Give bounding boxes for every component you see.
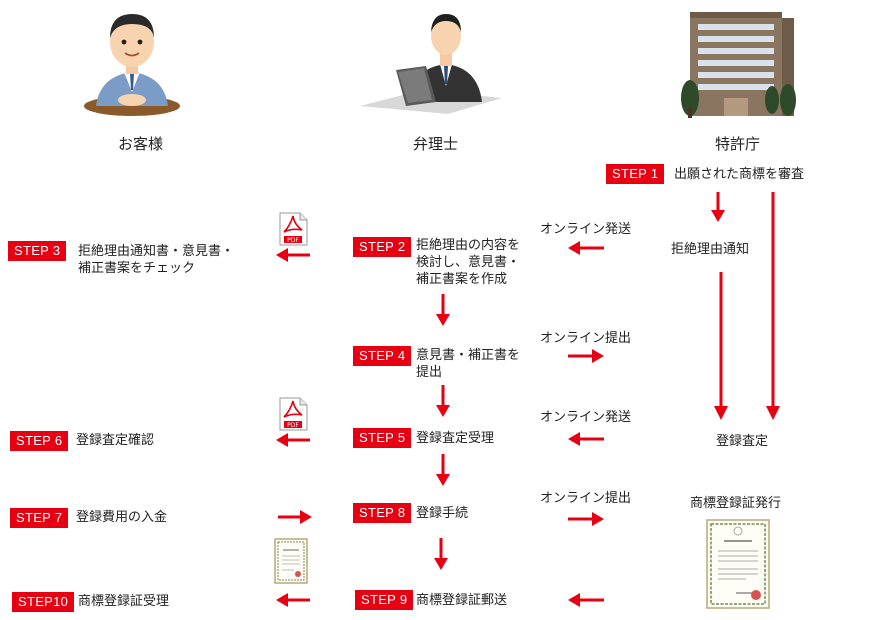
step-1-badge: STEP 1 — [606, 164, 665, 184]
arrow-down-icon — [436, 294, 450, 326]
step-9-badge: STEP 9 — [355, 590, 414, 610]
step-4-text: 意見書・補正書を 提出 — [416, 347, 520, 381]
arrow-left-icon — [276, 593, 310, 607]
arrow-left-icon — [568, 432, 604, 446]
arrow-right-icon — [568, 349, 604, 363]
step-7-text: 登録費用の入金 — [76, 510, 168, 525]
step-2-text: 拒絶理由の内容を 検討し、意見書・ 補正書案を作成 — [416, 237, 520, 288]
step-7-badge: STEP 7 — [10, 508, 69, 528]
certificate-icon — [274, 538, 308, 584]
step-4-badge: STEP 4 — [353, 346, 412, 366]
arrow-right-icon — [278, 510, 312, 524]
arrow-left-icon — [568, 593, 604, 607]
registration-decision-label: 登録査定 — [716, 434, 769, 449]
step-4-line: 提出 — [416, 365, 443, 380]
step-10-badge: STEP10 — [12, 592, 75, 612]
step-6-text: 登録査定確認 — [76, 433, 155, 448]
step-2-badge: STEP 2 — [353, 237, 412, 257]
arrow-down-icon — [436, 385, 450, 417]
arrow-down-icon — [436, 454, 450, 486]
step-4-line: 意見書・補正書を — [416, 348, 521, 363]
arrow-right-icon — [568, 512, 604, 526]
arrow-left-icon — [276, 248, 310, 262]
customer-person-icon — [84, 14, 180, 116]
pdf-document-icon: PDF — [279, 397, 308, 431]
step-8-text: 登録手続 — [416, 506, 469, 521]
arrow-down-icon — [766, 192, 780, 420]
office-column-title: 特許庁 — [715, 135, 761, 153]
step-3-line: 補正書案をチェック — [78, 261, 196, 276]
step-8-badge: STEP 8 — [353, 503, 412, 523]
svg-text:PDF: PDF — [287, 422, 299, 429]
attorney-laptop-icon — [360, 14, 502, 114]
step-2-line: 補正書案を作成 — [416, 272, 508, 287]
arrow-left-icon — [568, 241, 604, 255]
arrow-left-icon — [276, 433, 310, 447]
online-send-label: オンライン発送 — [540, 410, 632, 425]
arrow-down-icon — [711, 192, 725, 222]
patent-office-building-icon — [681, 12, 796, 118]
pdf-document-icon: PDF — [279, 212, 308, 246]
step-2-line: 検討し、意見書・ — [416, 255, 521, 270]
online-submit-label: オンライン提出 — [540, 331, 632, 346]
step-5-badge: STEP 5 — [353, 428, 412, 448]
step-1-text: 出願された商標を審査 — [674, 167, 805, 182]
certificate-issue-label: 商標登録証発行 — [690, 496, 782, 511]
online-send-label: オンライン発送 — [540, 222, 632, 237]
online-submit-label: オンライン提出 — [540, 491, 632, 506]
svg-text:PDF: PDF — [287, 237, 299, 244]
step-3-line: 拒絶理由通知書・意見書・ — [78, 244, 235, 259]
step-9-text: 商標登録証郵送 — [416, 593, 508, 608]
customer-column-title: お客様 — [118, 135, 164, 153]
arrow-down-icon — [434, 538, 448, 570]
rejection-notice-label: 拒絶理由通知 — [671, 242, 750, 257]
arrow-down-icon — [714, 272, 728, 420]
certificate-icon — [706, 519, 770, 609]
step-3-text: 拒絶理由通知書・意見書・ 補正書案をチェック — [78, 243, 234, 277]
step-3-badge: STEP 3 — [8, 241, 67, 261]
step-10-text: 商標登録証受理 — [78, 594, 170, 609]
step-2-line: 拒絶理由の内容を — [416, 238, 521, 253]
attorney-column-title: 弁理士 — [413, 135, 459, 153]
step-5-text: 登録査定受理 — [416, 431, 495, 446]
step-6-badge: STEP 6 — [10, 431, 69, 451]
